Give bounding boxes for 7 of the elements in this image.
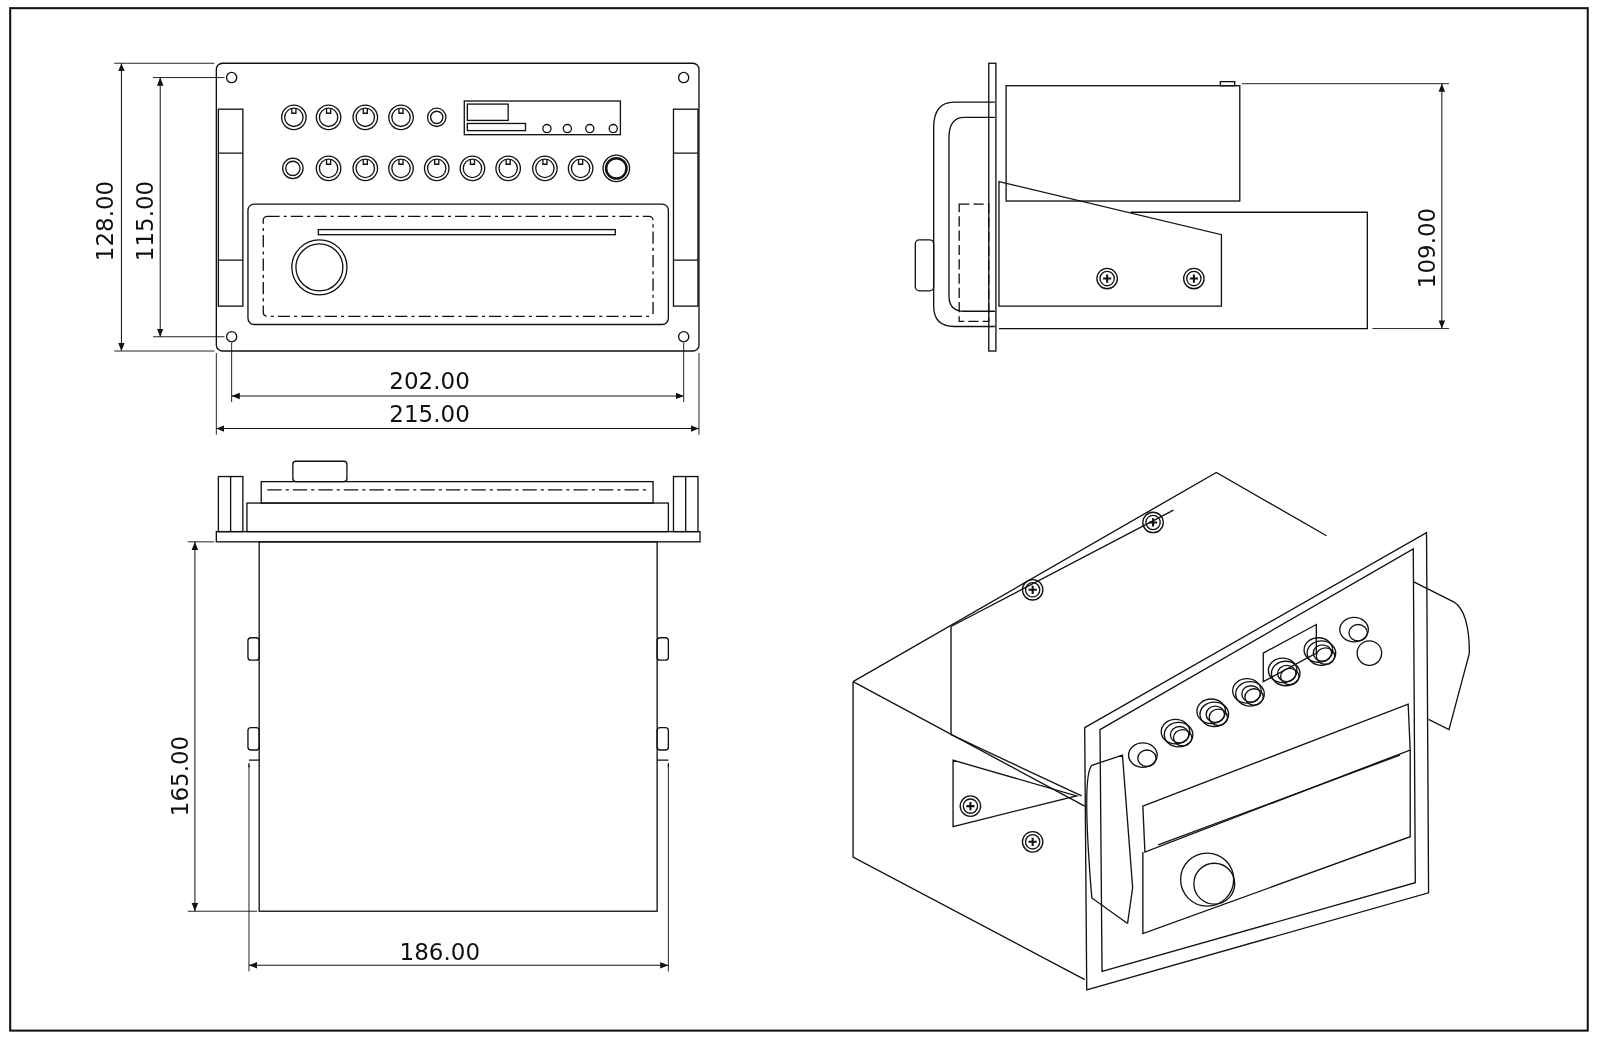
- dimension-label: 128.00: [93, 181, 117, 262]
- dimension-label: 109.00: [1415, 207, 1438, 289]
- dimension-label: 215.00: [389, 402, 470, 426]
- dimension-label: 115.00: [133, 181, 157, 262]
- dimension-label: 202.00: [389, 369, 470, 393]
- dimension-label: 186.00: [399, 940, 480, 964]
- dimension-label: 165.00: [168, 735, 192, 816]
